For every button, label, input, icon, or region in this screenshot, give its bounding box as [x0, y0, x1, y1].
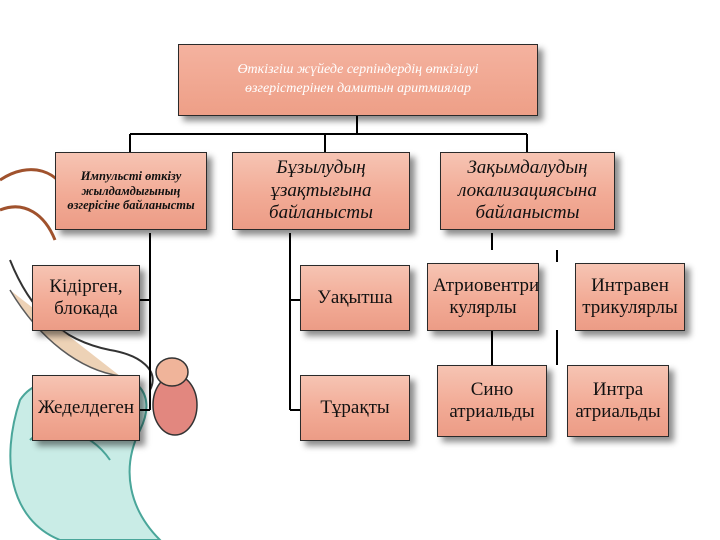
leaf-label: Атриовентри кулярлы	[433, 275, 540, 318]
category-label: Зақымдалудың локализациясына байланысты	[458, 156, 597, 224]
category-duration: Бұзылудың ұзақтығына байланысты	[232, 152, 410, 230]
category-conduction-speed: Импульсті өткізу жылдамдығының өзгерісін…	[55, 152, 207, 230]
category-label: Бұзылудың ұзақтығына байланысты	[269, 156, 373, 224]
leaf-label: Уақытша	[317, 287, 393, 309]
leaf-label: Сино атриальды	[449, 379, 535, 422]
root-title: Өткізгіш жүйеде серпіндердің өткізілуі ө…	[237, 62, 479, 96]
leaf-delayed: Кідірген, блокада	[32, 265, 140, 331]
leaf-permanent: Тұрақты	[300, 375, 410, 441]
leaf-atrioventricular: Атриовентри кулярлы	[427, 263, 539, 331]
leaf-intraventricular: Интравен трикулярлы	[575, 263, 685, 331]
leaf-intraatrial: Интра атриальды	[567, 365, 669, 437]
leaf-label: Кідірген, блокада	[49, 276, 123, 319]
leaf-accelerated: Жеделдеген	[32, 375, 140, 441]
leaf-label: Интравен трикулярлы	[582, 275, 678, 318]
category-label: Импульсті өткізу жылдамдығының өзгерісін…	[67, 169, 195, 213]
leaf-label: Жеделдеген	[37, 397, 135, 419]
leaf-label: Интра атриальды	[575, 379, 661, 422]
category-localization: Зақымдалудың локализациясына байланысты	[440, 152, 615, 230]
root-box: Өткізгіш жүйеде серпіндердің өткізілуі ө…	[178, 44, 538, 116]
leaf-label: Тұрақты	[320, 397, 390, 419]
leaf-sinoatrial: Сино атриальды	[437, 365, 547, 437]
leaf-transient: Уақытша	[300, 265, 410, 331]
